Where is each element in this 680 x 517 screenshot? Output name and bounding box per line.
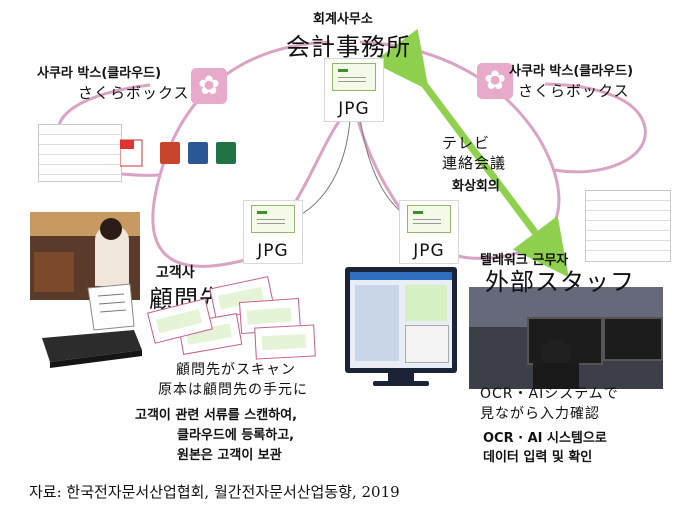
client-note-korean-line1: 고객이 관련 서류를 스캔하여, xyxy=(135,408,298,423)
client-note-japanese-line1: 顧問先がスキャン xyxy=(176,362,296,378)
document-icon xyxy=(407,205,451,233)
powerpoint-icon xyxy=(160,142,180,164)
staff-note-japanese-line2: 見ながら入力確認 xyxy=(480,406,600,422)
monitor-stand xyxy=(388,373,414,381)
monitor-base xyxy=(373,381,429,386)
video-conference-korean-label: 화상회의 xyxy=(452,179,500,194)
office-japanese-label: 会計事務所 xyxy=(286,33,411,61)
pdf-icon xyxy=(120,139,143,167)
staff-japanese-label: 外部スタッフ xyxy=(485,268,635,296)
client-note-japanese-line2: 原本は顧問先の手元に xyxy=(158,382,308,398)
jpg-file-right: JPG xyxy=(399,200,459,264)
staff-photo xyxy=(469,287,663,389)
scanner-icon xyxy=(42,283,142,368)
client-note-korean-line2: 클라우드에 등록하고, xyxy=(177,428,295,443)
document-icon xyxy=(332,63,376,91)
loop-line xyxy=(544,82,647,174)
jpg-label-top: JPG xyxy=(338,99,370,119)
jpg-file-left: JPG xyxy=(243,200,303,264)
source-caption: 자료: 한국전자문서산업협회, 월간전자문서산업동향, 2019 xyxy=(29,483,400,501)
jpg-file-top: JPG xyxy=(324,58,384,122)
office-korean-label: 회계사무소 xyxy=(313,12,373,27)
video-conference-japanese-line2: 連絡会議 xyxy=(442,154,507,172)
spreadsheet-thumbnail-left xyxy=(38,124,122,182)
word-icon xyxy=(188,142,208,164)
cloud-left-korean-label: 사쿠라 박스(클라우드) xyxy=(37,66,162,81)
sakura-box-icon-left xyxy=(191,68,227,104)
jpg-label-right: JPG xyxy=(413,241,445,261)
spreadsheet-thumbnail-right xyxy=(585,190,671,262)
cloud-left-japanese-label: さくらボックス xyxy=(78,84,190,102)
video-conference-japanese-line1: テレビ xyxy=(442,134,491,152)
voucher-document xyxy=(254,324,316,360)
staff-note-korean-line1: OCR · AI 시스템으로 xyxy=(483,431,607,446)
loop-line xyxy=(151,40,342,268)
client-korean-label: 고객사 xyxy=(156,265,195,281)
client-note-korean-line3: 원본은 고객이 보관 xyxy=(177,448,282,463)
staff-korean-label: 텔레워크 근무자 xyxy=(480,253,569,268)
jpg-label-left: JPG xyxy=(257,241,289,261)
staff-note-korean-line2: 데이터 입력 및 확인 xyxy=(483,450,593,465)
green-two-way-arrow xyxy=(372,28,569,278)
cloud-right-japanese-label: さくらボックス xyxy=(518,82,630,100)
sakura-box-icon-right xyxy=(477,63,513,99)
document-icon xyxy=(251,205,295,233)
monitor-display xyxy=(345,267,457,373)
cloud-right-korean-label: 사쿠라 박스(클라우드) xyxy=(509,64,634,79)
file-type-icons xyxy=(120,139,236,167)
staff-note-japanese-line1: OCR・AIシステムで xyxy=(480,386,619,402)
excel-icon xyxy=(216,142,236,164)
